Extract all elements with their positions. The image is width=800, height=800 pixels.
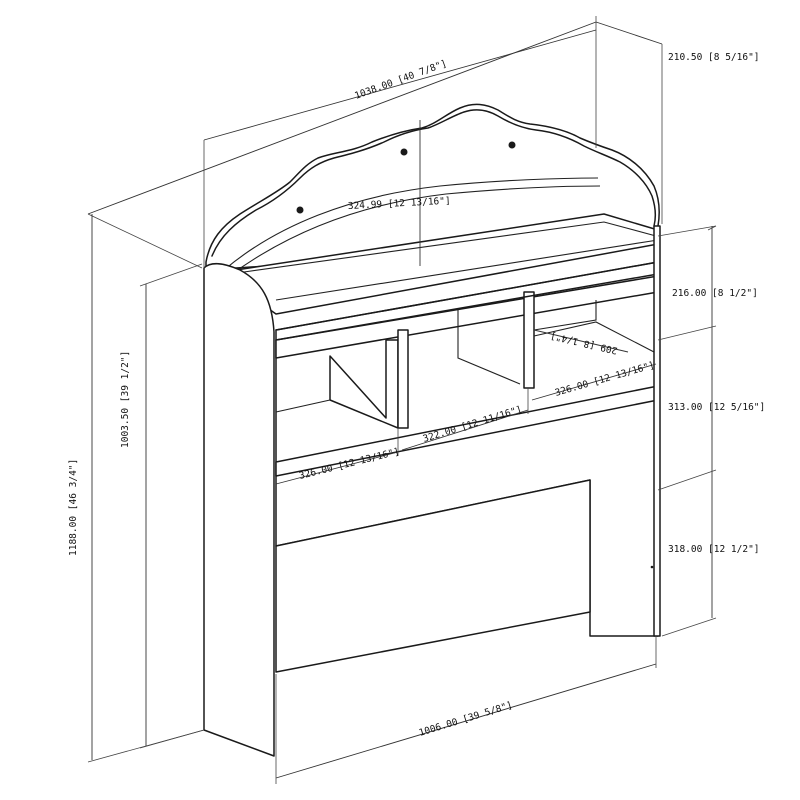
ext-right-cubby — [657, 469, 717, 491]
label-total-width: 1038.00 [40 7/8"] — [353, 58, 448, 102]
top-frame-line-2 — [275, 273, 659, 341]
crown-knob-left — [296, 206, 304, 214]
ext-right-shelf — [657, 325, 717, 341]
label-top-shelf-height: 216.00 [8 1/2"] — [672, 288, 758, 299]
top-shelf-lower-edge — [275, 239, 659, 301]
dim-line-cubby-right — [531, 363, 657, 401]
crown-inner-arch-2 — [231, 185, 601, 275]
label-inner-width: 1006.00 [39 5/8"] — [418, 700, 514, 739]
cubby-left-back — [275, 399, 331, 413]
crown-front-edge — [211, 109, 657, 257]
dim-line-cubby-mid — [401, 409, 529, 451]
label-inner-height: 1003.50 [39 1/2"] — [120, 351, 131, 448]
left-end-panel — [203, 263, 275, 757]
cubby-right-floor — [533, 321, 655, 353]
dim-line-inner-width — [275, 663, 657, 779]
label-depth: 210.50 [8 5/16"] — [668, 52, 760, 63]
label-total-height: 1188.00 [46 3/4"] — [68, 459, 79, 556]
ext-total-width-left — [87, 213, 203, 269]
dim-line-arch-span — [203, 29, 597, 141]
label-arch-width: 324.99 [12 13/16"] — [348, 196, 451, 212]
cubby-divider-right — [523, 291, 535, 389]
label-cubby-height: 313.00 [12 5/16"] — [668, 402, 765, 413]
right-end-panel — [653, 225, 661, 637]
ext-right-bottom — [661, 617, 717, 637]
ext-inner-height-top — [139, 263, 203, 287]
cubby-mid-back — [457, 310, 521, 385]
top-shelf-front-line — [243, 221, 657, 273]
cubby-right-back — [533, 300, 597, 331]
dim-line-cubby-left — [275, 451, 399, 485]
right-leg-peg — [650, 565, 654, 569]
crown-knob-center — [400, 148, 408, 156]
dim-line-depth — [595, 21, 663, 45]
crown-inner-arch — [223, 177, 599, 271]
label-leg-height: 318.00 [12 1/2"] — [668, 544, 760, 555]
cubby-divider-middle — [397, 329, 409, 429]
crown-knob-right — [508, 141, 516, 149]
ext-total-height-bottom — [87, 729, 205, 763]
dim-line-shelf-depth — [533, 329, 629, 353]
ext-right-top-tick — [707, 225, 717, 231]
ext-right-top — [657, 225, 717, 237]
front-panel-lower — [275, 479, 591, 673]
top-frame-line — [275, 261, 659, 331]
